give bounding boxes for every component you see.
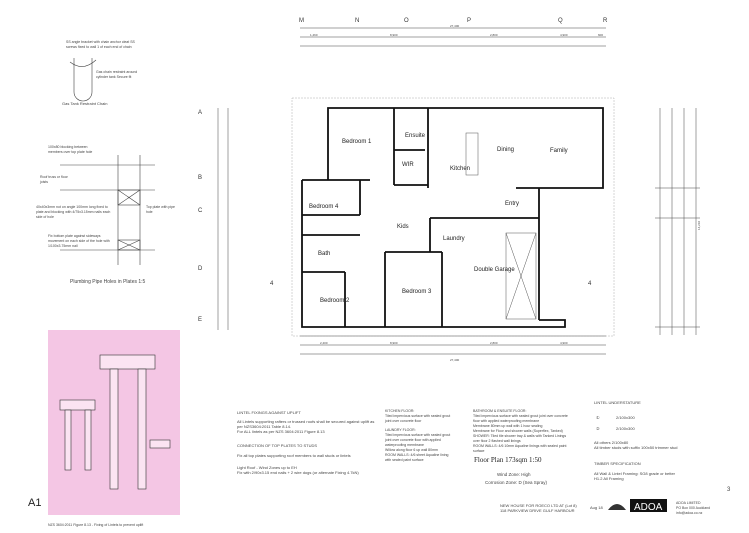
gas-tank-note: SS angle bracket with chain anchor cleat… [66, 40, 135, 49]
timber-heading: TIMBER SPECIFICATION [594, 461, 641, 466]
grid-col-N: N [355, 18, 359, 24]
lintel-text: All Lintels supporting rafters or trusse… [237, 419, 375, 434]
lintel-detail-sketch [59, 354, 171, 490]
lintel-caption: NZS 3604:2011 Figure 8.13 - Fixing of Li… [48, 523, 144, 527]
plumbing-note: Roof truss or floor joists [40, 175, 68, 184]
overall-width-bottom: 27,400 [450, 358, 460, 362]
sheet-number: 3 [727, 487, 731, 493]
gas-tank-sketch [69, 58, 97, 102]
dim-label: 2,800 [490, 33, 498, 37]
grid-row-E: E [198, 317, 202, 323]
lintel-heading: LINTEL FIXINGS AGAINST UPLIFT [237, 410, 301, 415]
corrosion-zone: Corrosion Zone: D (Sea Spray) [485, 480, 548, 485]
kitchen-floor-note: KITCHEN FLOOR: Tiled impervious surface … [385, 409, 451, 423]
plan-title: Floor Plan 173sqm 1:50 [474, 456, 542, 464]
sheet-size: A1 [28, 497, 42, 509]
section-marker-right: 4 [588, 281, 592, 287]
right-dimension-lines [655, 108, 700, 335]
plumbing-note: Top plate with pipe hole [146, 205, 175, 214]
room-double-garage: Double Garage [474, 267, 515, 273]
laundry-floor-note: LAUNDRY FLOOR: Tiled impervious surface … [385, 428, 451, 462]
grid-row-D: D [198, 266, 203, 272]
room-kitchen: Kitchen [450, 166, 470, 172]
room-laundry: Laundry [443, 236, 465, 242]
room-entry: Entry [505, 201, 519, 207]
dim-label: 4,900 [560, 341, 568, 345]
room-bedroom4: Bedroom 4 [309, 204, 339, 210]
lintel-others: All others 2/100x80 All timber studs wit… [594, 440, 678, 450]
lintel-1-marker: ① [596, 415, 600, 420]
wind-zone: Wind Zone: High [497, 472, 531, 477]
room-dining: Dining [497, 147, 514, 153]
room-wir: WIR [402, 162, 414, 168]
plumbing-note: 100x80 blocking between members over top… [48, 145, 93, 154]
gas-tank-note: Gas chain restraint around cylinder tank… [96, 70, 138, 79]
sheet-date: Aug 18 [590, 505, 603, 510]
grid-row-B: B [198, 175, 202, 181]
timber-text: All Wall & Lintel Framing: SG8 grade or … [594, 471, 675, 481]
grid-col-P: P [467, 18, 471, 24]
grid-col-Q: Q [558, 18, 563, 24]
overall-depth: 14,210 [697, 220, 701, 230]
bathroom-floor-note: BATHROOM & ENSUITE FLOOR: Tiled impervio… [473, 409, 568, 453]
room-bedroom3: Bedroom 3 [402, 289, 432, 295]
roof-text: Light Roof - Wind Zones up to EH Fix wit… [237, 465, 359, 475]
plumbing-note: 40x40x3mm not on angle 100mm long fixed … [36, 205, 111, 219]
gas-tank-title: Gas Tank Restraint Chain [62, 101, 108, 106]
room-bath: Bath [318, 251, 330, 257]
grid-col-O: O [404, 18, 409, 24]
plumbing-note: Fix bottom plate against sideways moveme… [48, 234, 110, 248]
lintel-2-size: 2/100x300 [616, 426, 635, 431]
company-details: ADOA LIMITED PO Box 000 Auckland info@ad… [676, 501, 711, 515]
project-line2: 118 PARKVIEW DRIVE GULF HARBOUR [500, 508, 575, 513]
adoa-logo [630, 499, 667, 512]
company-emblem-icon [608, 504, 626, 510]
walls [301, 107, 604, 328]
dim-label: 2,400 [320, 341, 328, 345]
project-line1: NEW HOUSE FOR ROECO LTD AT (Lot 8) [500, 503, 577, 508]
lintel-schedule-heading: LINTEL UNDERSTATURE [594, 400, 641, 405]
room-kids: Kids [397, 224, 409, 230]
logo-text: ADOA [634, 502, 663, 513]
garage-door-marker [465, 132, 537, 320]
dim-label: 8,900 [390, 33, 398, 37]
grid-row-A: A [198, 110, 202, 116]
room-bedroom2: Bedroom 2 [320, 298, 350, 304]
overall-width: 27,400 [450, 24, 460, 28]
dim-label: 2,800 [490, 341, 498, 345]
section-marker-left: 4 [270, 281, 274, 287]
dim-label: 8,900 [390, 341, 398, 345]
plates-text: Fix all top plates supporting roof membe… [237, 453, 351, 458]
lintel-1-size: 2/100x300 [616, 415, 635, 420]
roof-outline [291, 97, 615, 337]
plates-heading: CONNECTION OF TOP PLATES TO STUDS [237, 443, 318, 448]
plumbing-sketch [60, 155, 155, 265]
grid-col-R: R [603, 18, 608, 24]
lintel-2-marker: ② [596, 426, 600, 431]
grid-row-C: C [198, 208, 203, 214]
grid-col-M: M [299, 18, 304, 24]
room-ensuite: Ensuite [405, 133, 426, 139]
room-bedroom1: Bedroom 1 [342, 139, 372, 145]
dim-label: 4,900 [560, 33, 568, 37]
room-family: Family [550, 148, 568, 154]
dim-label: 600 [598, 33, 603, 37]
plumbing-title: Plumbing Pipe Holes in Plates 1:5 [70, 279, 146, 285]
dim-label: 1,460 [310, 33, 318, 37]
